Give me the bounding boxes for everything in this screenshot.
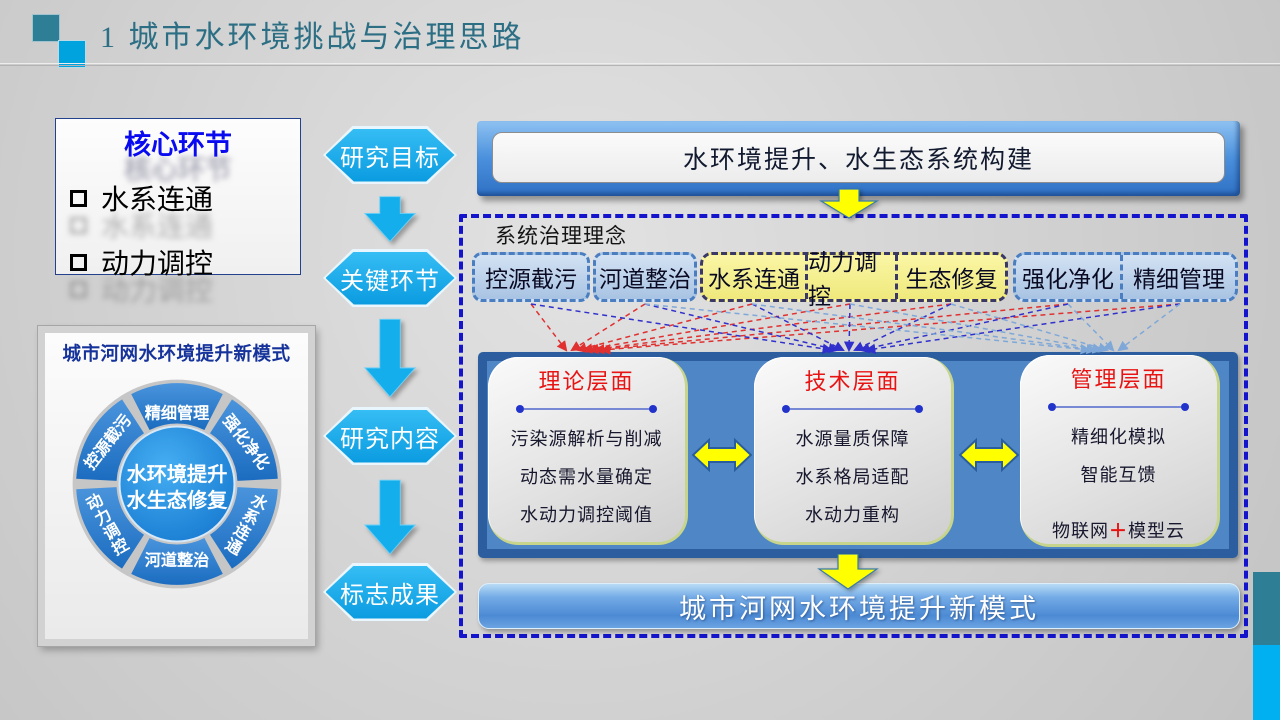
ring-segment — [209, 399, 278, 481]
layer-card-theory: 理论层面 污染源解析与削减 动态需水量确定 水动力调控阈值 — [488, 357, 688, 545]
chip-enhanced-purification: 强化净化 — [1016, 255, 1123, 299]
ring-panel-title: 城市河网水环境提升新模式 — [62, 343, 291, 364]
chip-label: 控源截污 — [485, 267, 577, 292]
chip-label: 强化净化 — [1022, 267, 1114, 292]
iot-prefix: 物联网 — [1052, 521, 1109, 541]
ring-segment — [130, 383, 223, 431]
checkbox-icon — [70, 253, 87, 271]
ring-segment — [209, 487, 278, 569]
ring-segment-label: 精细管理 — [144, 403, 209, 422]
chip-label: 水系连通 — [708, 267, 800, 292]
ring-center — [117, 425, 236, 543]
core-item: 水系连通 — [70, 178, 300, 218]
down-arrow-icon — [363, 196, 417, 243]
ring-diagram: 精细管理 强化净化 水系连通 河道整治 动力调控 控源截污 水环境提升 水生态修… — [72, 379, 281, 589]
flow-step-key-links: 关键环节 — [323, 249, 457, 307]
chip-label: 河道整治 — [599, 267, 691, 292]
layer-item: 水动力重构 — [805, 505, 900, 525]
ring-model-panel: 城市河网水环境提升新模式 精细管理 强化净化 水系连通 河道整治 动力调控 — [37, 325, 316, 647]
chip-label: 生态修复 — [905, 267, 998, 292]
core-item: 动力调控 — [70, 242, 300, 282]
layer-card-technology: 技术层面 水源量质保障 水系格局适配 水动力重构 — [754, 357, 954, 545]
ring-center-line1: 水环境提升 — [126, 462, 227, 486]
layer-item: 水动力调控阈值 — [520, 505, 653, 525]
layer-title: 理论层面 — [538, 369, 635, 394]
layer-divider — [1048, 403, 1189, 411]
checkbox-icon — [70, 189, 87, 207]
layer-item-iot: 物联网＋模型云 — [1020, 517, 1217, 543]
result-bar: 城市河网水环境提升新模式 — [478, 583, 1240, 629]
layer-item: 智能互馈 — [1080, 465, 1157, 485]
layer-item: 动态需水量确定 — [520, 467, 653, 487]
yellow-down-arrow-icon — [818, 189, 880, 219]
chip-group-right: 强化净化 精细管理 — [1013, 252, 1238, 302]
double-arrow-icon — [692, 437, 752, 473]
chip-label: 精细管理 — [1133, 267, 1225, 292]
chip-source-control: 控源截污 — [472, 252, 590, 302]
goal-banner-text: 水环境提升、水生态系统构建 — [492, 132, 1225, 183]
yellow-down-arrow-icon — [817, 554, 879, 590]
edge-decor-teal — [1253, 572, 1280, 645]
edge-decor-blue — [1253, 645, 1280, 720]
iot-suffix: 模型云 — [1128, 521, 1185, 541]
layer-item: 精细化模拟 — [1071, 427, 1166, 447]
layer-divider — [516, 405, 657, 413]
layer-item: 污染源解析与削减 — [510, 429, 663, 449]
ring-segment — [75, 399, 144, 481]
layer-item: 水源量质保障 — [795, 429, 910, 449]
flow-step-label: 研究内容 — [325, 409, 455, 463]
flow-step-content: 研究内容 — [323, 407, 457, 465]
flow-step-label: 标志成果 — [325, 565, 455, 619]
title-square-teal-icon — [32, 14, 60, 42]
chip-river-regulation: 河道整治 — [593, 252, 697, 302]
ring-segment — [75, 487, 144, 569]
ring-segment — [130, 537, 223, 585]
down-arrow-icon — [363, 479, 417, 555]
down-arrow-icon — [363, 318, 417, 398]
plus-sign: ＋ — [1109, 521, 1128, 541]
system-box-label: 系统治理理念 — [495, 224, 627, 248]
core-panel-title: 核心环节 — [124, 130, 232, 160]
page-title: 1 城市水环境挑战与治理思路 — [100, 21, 525, 54]
flow-step-label: 关键环节 — [325, 251, 455, 305]
flow-step-label: 研究目标 — [325, 128, 455, 182]
system-governance-box — [459, 214, 1248, 638]
layer-item: 水系格局适配 — [795, 467, 910, 487]
ring-segment-label: 河道整治 — [144, 551, 209, 570]
core-item-label: 动力调控 — [101, 249, 214, 280]
double-arrow-icon — [959, 437, 1019, 473]
chip-fine-management: 精细管理 — [1123, 255, 1235, 299]
ring-segment-label: 动力调控 — [83, 491, 132, 559]
flow-step-results: 标志成果 — [323, 563, 457, 621]
chip-eco-restoration: 生态修复 — [898, 255, 1005, 299]
core-item-label: 水系连通 — [101, 185, 214, 216]
chip-dynamic-regulation: 动力调控 — [808, 250, 898, 309]
header-divider — [0, 63, 1280, 66]
layer-divider — [782, 405, 923, 413]
chip-label: 动力调控 — [808, 250, 877, 309]
goal-banner: 水环境提升、水生态系统构建 — [477, 121, 1240, 196]
chip-group-highlighted: 水系连通 动力调控 生态修复 — [700, 250, 1008, 309]
flow-step-goal: 研究目标 — [323, 126, 457, 184]
layer-card-management: 管理层面 精细化模拟 智能互馈 物联网＋模型云 — [1020, 355, 1220, 547]
chip-water-connectivity: 水系连通 — [703, 255, 808, 299]
layer-title: 技术层面 — [804, 369, 901, 394]
layer-title: 管理层面 — [1070, 367, 1167, 392]
core-links-panel: 核心环节 水系连通 动力调控 — [55, 118, 301, 280]
ring-center-line2: 水生态修复 — [126, 488, 228, 512]
